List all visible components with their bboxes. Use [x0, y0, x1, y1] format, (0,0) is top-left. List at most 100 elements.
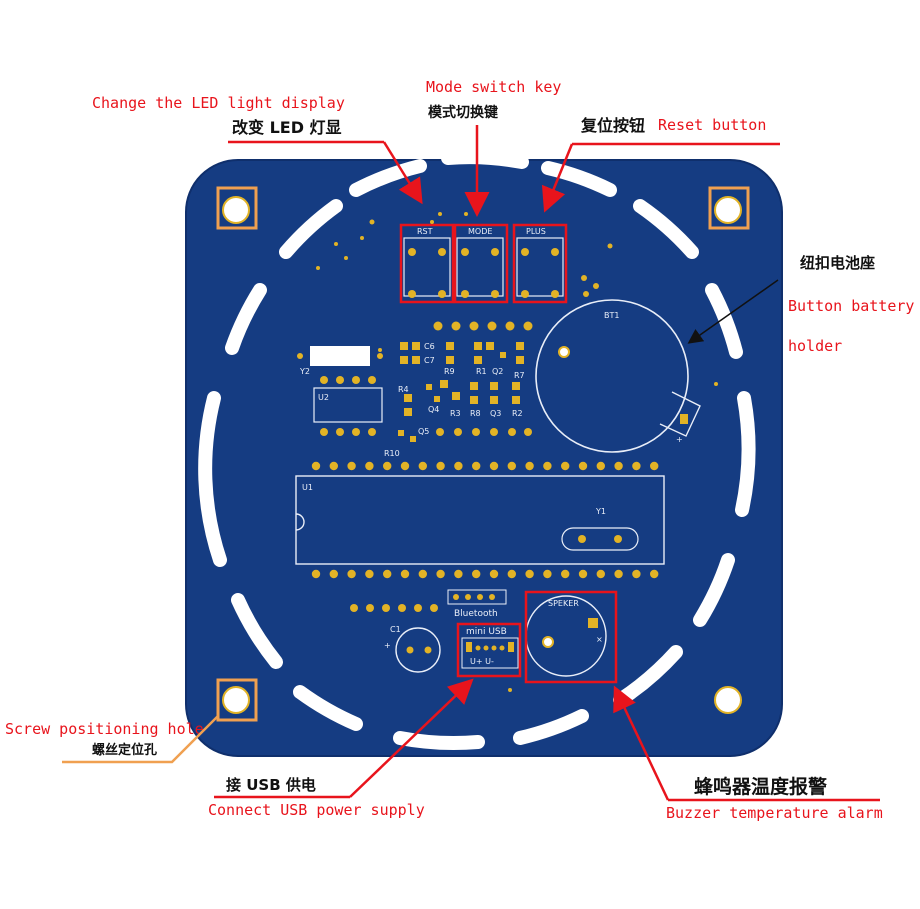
speker-x-silk: ×: [596, 635, 603, 644]
u1-pin: [489, 461, 499, 471]
mode-label-cn: 模式切换键: [428, 104, 499, 121]
u2-silk: U2: [318, 393, 329, 402]
usb-pins-silk: U+ U-: [470, 657, 494, 666]
u1-pin: [347, 461, 356, 471]
rst-highlight: [399, 223, 455, 304]
u1-pin: [472, 461, 481, 471]
capacitor-c1: C1 +: [384, 625, 441, 673]
bt-plus-silk: +: [676, 435, 683, 444]
mode-highlight: [453, 223, 509, 304]
u1-pin: [418, 461, 427, 471]
r1-silk: R1: [476, 367, 487, 376]
rst-silk: RST: [417, 227, 433, 236]
led-arc: [541, 161, 617, 197]
u1-pin: [614, 569, 623, 579]
screw-label-cn: 螺丝定位孔: [92, 742, 157, 758]
screw-hole-highlight: [216, 678, 258, 722]
u1-pin: [400, 569, 410, 579]
bluetooth-silk: Bluetooth: [454, 609, 498, 619]
r10-silk: R10: [384, 449, 400, 458]
plus-highlight: [512, 223, 568, 304]
u1-silk: U1: [302, 483, 313, 492]
reset-label-en: Reset button: [658, 116, 766, 134]
led-arc: [735, 391, 756, 517]
u1-pin: [400, 461, 410, 471]
led-arc: [513, 709, 589, 745]
q4-silk: Q4: [428, 405, 439, 414]
y2-silk: Y2: [299, 367, 310, 376]
led-arc: [633, 199, 699, 259]
battery-label-en-2: holder: [788, 337, 842, 355]
u1-pin: [578, 461, 588, 471]
screw-hole-highlight: [708, 186, 750, 230]
u1-pin: [383, 461, 392, 471]
u1-pin: [543, 569, 552, 579]
led-arc: [693, 553, 735, 627]
mounting-holes: [222, 196, 742, 714]
c1-silk: C1: [390, 625, 401, 634]
u1-pin: [614, 461, 623, 471]
q3-silk: Q3: [490, 409, 501, 418]
u1-pin: [436, 569, 445, 579]
led-label-en: Change the LED light display: [92, 94, 345, 112]
u1-pin: [329, 569, 338, 579]
u1-pin: [578, 569, 588, 579]
u1-pin: [347, 569, 356, 579]
r8-silk: R8: [470, 409, 481, 418]
c1-plus-silk: +: [384, 641, 391, 650]
u1-pin: [632, 569, 641, 579]
y1-silk: Y1: [595, 507, 606, 516]
mode-silk: MODE: [468, 227, 492, 236]
crystal-y2: [310, 346, 370, 366]
led-arc: [225, 283, 267, 355]
u1-pin: [507, 461, 516, 471]
plus-button: PLUS: [516, 227, 564, 298]
mini-usb-silk: mini USB: [466, 627, 507, 637]
u1-pin: [329, 461, 338, 471]
smd-cluster: [398, 342, 524, 442]
mode-label-en: Mode switch key: [426, 78, 561, 96]
r2-silk: R2: [512, 409, 523, 418]
mounting-hole: [222, 686, 250, 714]
pcb-board: [186, 160, 782, 756]
reset-label-cn: 复位按钮: [580, 116, 645, 135]
led-arc: [441, 150, 529, 169]
usb-label-cn: 接 USB 供电: [226, 776, 316, 794]
u1-pin: [311, 461, 321, 471]
screw-label-en: Screw positioning hole: [5, 720, 204, 738]
mounting-hole: [222, 196, 250, 224]
u1-pin: [311, 569, 321, 579]
speker-silk: SPEKER: [548, 599, 579, 608]
r4-silk: R4: [398, 385, 409, 394]
mounting-hole: [714, 686, 742, 714]
battery-holder: + BT1: [535, 299, 701, 453]
u1-pin: [454, 461, 463, 471]
q5-silk: Q5: [418, 427, 429, 436]
led-arc: [393, 731, 485, 751]
chip-u2: U2: [313, 376, 383, 436]
u1-pin: [436, 461, 445, 471]
bt1-silk: BT1: [604, 311, 619, 320]
mid-pads: [436, 428, 532, 436]
screw-hole-highlight: [216, 186, 258, 230]
u1-pin: [472, 569, 481, 579]
mode-button: MODE: [456, 227, 504, 298]
led-arc: [198, 391, 227, 567]
rst-button: RST: [403, 227, 451, 298]
led-arc: [705, 283, 743, 359]
u1-pin: [596, 461, 605, 471]
usb-highlight: [456, 622, 522, 678]
bluetooth-header: Bluetooth: [350, 589, 507, 619]
r3-silk: R3: [450, 409, 461, 418]
q2-silk: Q2: [492, 367, 503, 376]
led-ring: [198, 150, 756, 751]
u1-pin: [525, 461, 534, 471]
u1-pin: [383, 569, 392, 579]
push-buttons: RST MODE PLUS: [399, 223, 568, 304]
u1-pin: [543, 461, 552, 471]
led-label-cn: 改变 LED 灯显: [232, 118, 342, 137]
mini-usb-connector: mini USB U+ U-: [456, 622, 522, 678]
r9-silk: R9: [444, 367, 455, 376]
u1-pin: [561, 569, 570, 579]
